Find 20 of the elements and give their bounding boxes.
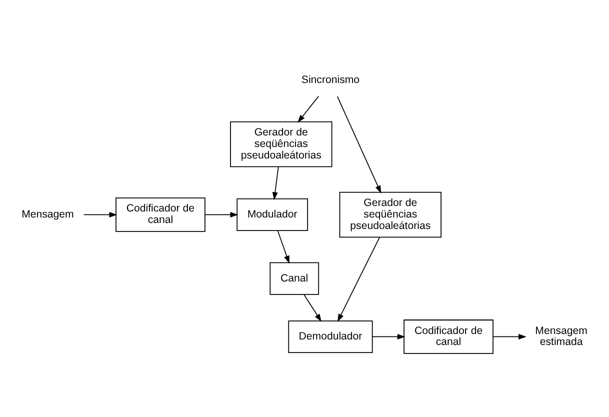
arrow <box>277 230 290 264</box>
arrow <box>298 95 319 122</box>
node-text: Mensagem estimada <box>535 324 588 348</box>
node-text: Sincronismo <box>301 74 360 86</box>
node-box: Canal <box>270 262 320 294</box>
node-box: Codificador de canal <box>404 319 494 354</box>
node-box: Codificador de canal <box>116 197 206 232</box>
node-box: Gerador de seqüências pseudoaleátorias <box>339 191 442 238</box>
arrow <box>272 166 279 200</box>
arrow <box>336 96 382 193</box>
node-box: Modulador <box>236 198 308 231</box>
arrow <box>204 211 238 217</box>
arrow <box>304 294 322 322</box>
node-text: Mensagem <box>22 208 74 220</box>
arrow <box>83 211 118 217</box>
arrow <box>337 236 380 322</box>
node-box: Gerador de seqüências pseudoaleátorias <box>230 120 332 167</box>
arrow <box>372 333 406 340</box>
arrow <box>492 333 526 340</box>
node-box: Demodulador <box>288 320 373 353</box>
